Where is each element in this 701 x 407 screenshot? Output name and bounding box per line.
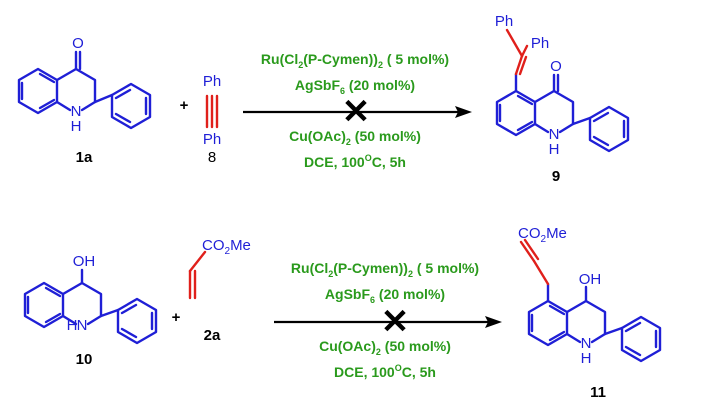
heterocycle — [61, 281, 103, 326]
ester-group: CO2Me — [518, 225, 567, 245]
failed-mark-2: ✕ — [381, 303, 410, 341]
compound-9 — [495, 28, 630, 153]
oxidant-line: Cu(OAc)2 (50 mol%) — [289, 128, 421, 147]
benzo-ring — [495, 89, 537, 137]
heterocycle — [533, 89, 575, 134]
compound-label-1a: 1a — [76, 149, 93, 166]
compound-label-9: 9 — [552, 168, 560, 185]
compound-1a — [17, 50, 152, 130]
catalyst-line: Ru(Cl2(P-Cymen))2 ( 5 mol%) — [261, 51, 449, 70]
plus-sign-1: + — [180, 97, 189, 114]
ester-group: CO2Me — [202, 237, 251, 257]
phenyl-ring — [620, 315, 662, 363]
oxidant-line: Cu(OAc)2 (50 mol%) — [319, 338, 451, 357]
phenyl-ring — [588, 105, 630, 153]
benzo-ring — [23, 281, 65, 329]
phenyl-top: Ph — [495, 13, 513, 30]
amine-hydrogen: H — [71, 118, 82, 135]
carbonyl-oxygen: O — [72, 35, 84, 52]
compound-2a — [188, 250, 207, 300]
failed-mark-1: ✕ — [342, 93, 371, 131]
amine-nitrogen: N — [77, 317, 88, 334]
compound-11 — [519, 238, 662, 363]
phenyl-ring — [116, 297, 158, 345]
reaction-arrow-2 — [274, 316, 502, 328]
phenyl-bottom: Ph — [203, 131, 221, 148]
solvent-temp-line: DCE, 100OC, 5h — [334, 363, 436, 380]
catalyst-line: Ru(Cl2(P-Cymen))2 ( 5 mol%) — [291, 260, 479, 279]
heterocycle — [565, 299, 607, 344]
phenyl-right: Ph — [531, 35, 549, 52]
compound-label-11: 11 — [590, 384, 606, 401]
benzo-ring — [527, 299, 569, 347]
amine-hydrogen: H — [67, 317, 78, 334]
additive-line: AgSbF6 (20 mol%) — [325, 286, 445, 305]
plus-sign-2: + — [172, 309, 181, 326]
compound-label-8: 8 — [208, 149, 216, 166]
compound-label-10: 10 — [76, 351, 93, 368]
benzo-ring — [17, 67, 59, 115]
hydroxyl-group: OH — [579, 271, 602, 288]
reaction-arrow-1 — [243, 106, 472, 118]
hydroxyl-group: OH — [73, 253, 96, 270]
additive-line: AgSbF6 (20 mol%) — [295, 77, 415, 96]
amine-nitrogen: N — [71, 103, 82, 120]
compound-label-2a: 2a — [204, 327, 221, 344]
phenyl-ring — [110, 82, 152, 130]
phenyl-top: Ph — [203, 73, 221, 90]
compound-10 — [23, 268, 158, 345]
amine-nitrogen: N — [549, 126, 560, 143]
amine-hydrogen: H — [549, 141, 560, 158]
amine-hydrogen: H — [581, 350, 592, 367]
amine-nitrogen: N — [581, 335, 592, 352]
compound-8 — [205, 94, 219, 129]
carbonyl-oxygen: O — [550, 58, 562, 75]
solvent-temp-line: DCE, 100OC, 5h — [304, 153, 406, 170]
heterocycle — [55, 67, 97, 112]
